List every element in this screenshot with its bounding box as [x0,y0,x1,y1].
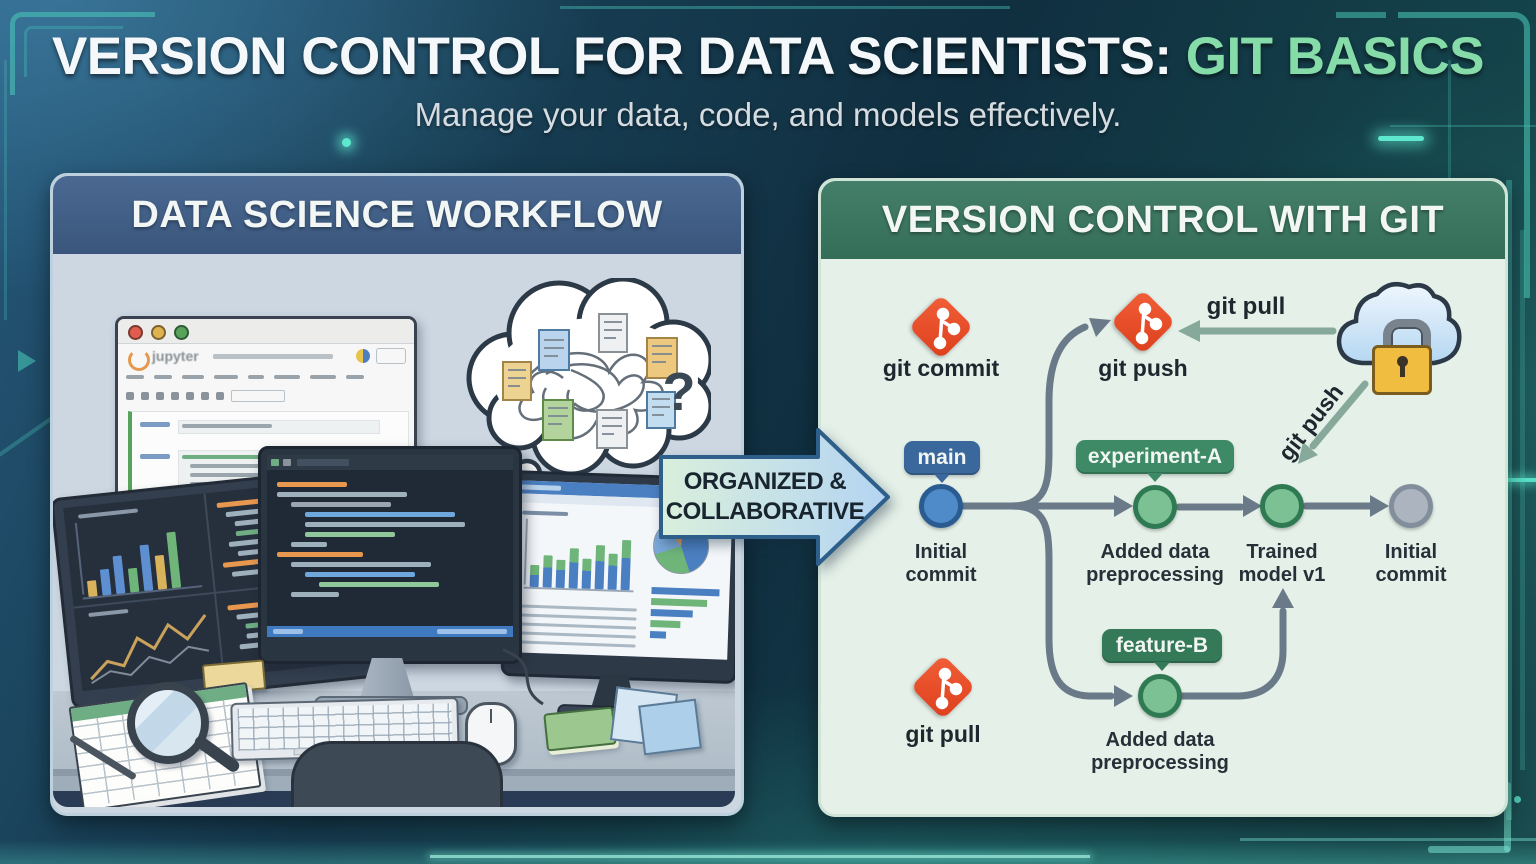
arrowhead-a1 [1114,495,1133,517]
logout-button [376,348,406,364]
branch-graph [959,318,1389,707]
git-pull-icon [910,654,976,720]
page-subtitle: Manage your data, code, and models effec… [414,96,1122,133]
right-panel-body: git commit git push git pull [821,259,1499,808]
arrowhead-pull-remote [1178,320,1200,342]
dashboard-bar-chart [519,510,640,598]
dot-bottom-right [1514,796,1521,803]
git-commit-label: git commit [882,355,1000,381]
arrowhead-feature [1114,685,1133,707]
chair-back [291,741,503,807]
monitor-center [258,446,522,716]
git-push-label: git push [1098,355,1188,381]
notebook-logo-row: jupyter [118,345,414,371]
glow-dot [342,138,351,147]
branch-badge-main: main [904,441,980,483]
lock-shackle [1383,319,1431,357]
bottom-right-bracket-h [1428,846,1510,853]
branch-badge-feature-b: feature-B [1102,629,1222,671]
git-pull-local-label: git pull [905,721,981,747]
quad-line-chart [74,596,223,691]
page-title-main: VERSION CONTROL FOR DATA SCIENTISTS: [51,27,1186,86]
git-pull-remote-label: git pull [1206,293,1286,320]
git-commit-icon [908,294,974,360]
right-edge-strip-b [1520,230,1525,770]
magnifier-icon [127,682,209,764]
monitor-left [53,466,378,759]
bottom-right-line [1240,838,1536,841]
arrowhead-a2 [1243,495,1262,517]
dashboard-hbar-chart [649,583,724,644]
git-push-icon [1110,289,1176,355]
page-title-accent: GIT BASICS [1185,27,1485,86]
circuit-arrow-left [18,350,36,372]
lock-body [1372,345,1432,395]
circuit-bar-top-right [1336,12,1386,18]
page-title: VERSION CONTROL FOR DATA SCIENTISTS: GIT… [0,26,1536,87]
circuit-line-top [560,6,1010,9]
commit-node-initial-remote [1389,484,1433,528]
jupyter-logo-icon [128,349,150,371]
arrowhead-remote [1370,495,1389,517]
question-mark: ? [663,362,696,422]
edge-git-push-remote [1309,380,1369,450]
notebook-toolbar [126,389,406,403]
commit-node-added-preprocessing-b [1138,674,1182,718]
bottom-glow-band [0,840,1536,864]
notebook-filename-bar [213,354,333,359]
mouse-cable [502,648,544,706]
green-notebook [543,706,617,752]
quad-bar-chart [63,493,214,607]
version-control-panel: VERSION CONTROL WITH GIT [818,178,1508,817]
blue-paper-front [638,698,702,756]
edge-to-feature [1007,502,1115,700]
lock-icon [1372,319,1432,395]
edge-to-push [1007,323,1089,510]
window-titlebar [118,319,414,344]
edge-feature-merge [1178,607,1287,700]
commit-node-trained-model [1260,484,1304,528]
window-close-icon [128,325,143,340]
arrowhead-push-remote [1298,442,1318,464]
jupyter-logo-text: jupyter [152,348,199,364]
right-panel-title: VERSION CONTROL WITH GIT [821,181,1505,259]
left-panel-body: jupyter [53,254,735,807]
notebook-menubar [126,375,406,385]
branch-badge-experiment-a: experiment-A [1076,440,1234,482]
monitor-center-stand [360,658,414,698]
commit-node-added-preprocessing-a [1133,485,1177,529]
transition-arrow: ORGANIZED & COLLABORATIVE [658,417,892,577]
bottom-bright-line [430,855,1090,858]
transition-arrow-text: ORGANIZED & COLLABORATIVE [665,468,865,525]
left-panel-title: DATA SCIENCE WORKFLOW [53,176,741,254]
window-maximize-icon [174,325,189,340]
data-science-workflow-panel: DATA SCIENCE WORKFLOW jupyter [50,173,744,816]
window-minimize-icon [151,325,166,340]
kernel-icon [356,349,370,363]
arrowhead-merge [1272,588,1294,608]
arrowhead-push [1089,318,1111,337]
glow-streak [1378,136,1424,141]
commit-node-initial-main [919,484,963,528]
